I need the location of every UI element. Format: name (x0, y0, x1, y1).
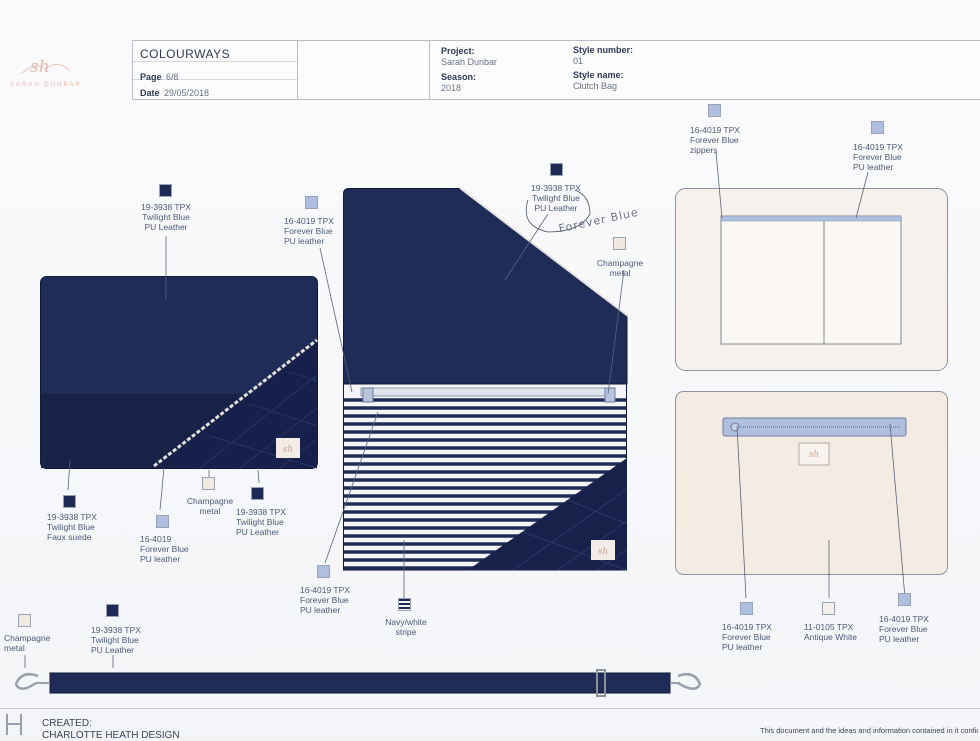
swatch-forever-blue (156, 515, 169, 528)
style-number-value: 01 (573, 56, 584, 66)
bag-interior-pockets (675, 188, 948, 371)
bag-open-flap: sh (343, 187, 629, 571)
brand-logo: sh SARAH DUNBAR (6, 55, 86, 95)
brand-name: SARAH DUNBAR (10, 82, 82, 88)
sheet-date: Date 29/05/2018 (140, 88, 210, 98)
swatch-twilight-blue (550, 163, 563, 176)
swatch-twilight-blue (106, 604, 119, 617)
page-number: Page 6/8 (140, 72, 179, 82)
bag-label-initials: sh (283, 445, 293, 455)
brand-initials: sh (30, 57, 50, 77)
swatch-forever-blue (317, 565, 330, 578)
bag-back-view: sh (675, 391, 948, 575)
swatch-twilight-blue (159, 184, 172, 197)
swatch-forever-blue (898, 593, 911, 606)
swatch-navy-white-stripe (398, 598, 411, 611)
header-table: COLOURWAYS Page 6/8 Date 29/05/2018 Proj… (132, 40, 980, 100)
svg-text:sh: sh (809, 450, 819, 460)
footer-notice: This document and the ideas and informat… (760, 726, 978, 735)
season-value: 2018 (441, 83, 462, 93)
shoulder-strap (12, 664, 702, 704)
style-name-label: Style name: (573, 70, 624, 80)
page-title: COLOURWAYS (140, 47, 231, 61)
style-name-value: Clutch Bag (573, 81, 618, 91)
footer-divider (0, 708, 980, 709)
swatch-champagne (202, 477, 215, 490)
swatch-antique-white (822, 602, 835, 615)
swatch-forever-blue (305, 196, 318, 209)
swatch-forever-blue (708, 104, 721, 117)
footer-created-by: CHARLOTTE HEATH DESIGN (42, 730, 180, 741)
footer-logo-icon (4, 712, 24, 735)
swatch-champagne (613, 237, 626, 250)
swatch-twilight-blue (251, 487, 264, 500)
brand-logo-mark (21, 64, 71, 74)
project-value: Sarah Dunbar (441, 57, 498, 67)
style-number-label: Style number: (573, 45, 634, 55)
swatch-champagne (18, 614, 31, 627)
footer-created-label: CREATED: (42, 718, 92, 729)
swatch-forever-blue (871, 121, 884, 134)
swatch-twilight-blue (63, 495, 76, 508)
swatch-forever-blue (740, 602, 753, 615)
svg-text:sh: sh (598, 547, 608, 557)
bag-closed-front: sh (40, 276, 318, 469)
project-label: Project: (441, 46, 475, 56)
season-label: Season: (441, 72, 477, 82)
